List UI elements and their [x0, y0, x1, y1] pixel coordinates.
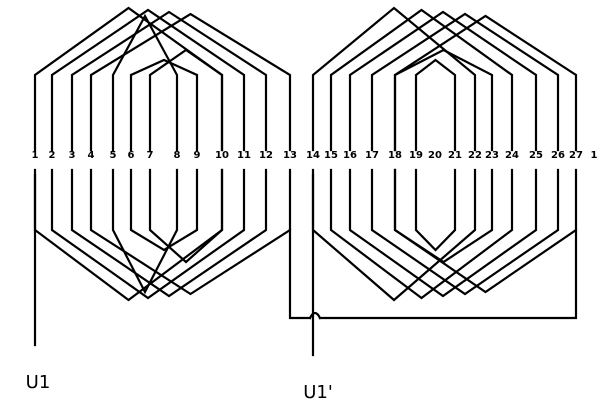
slot-label: 12 [259, 150, 273, 161]
coil-right-inner-b [393, 48, 494, 264]
coil-left-inner-b [148, 48, 224, 264]
slot-label: 11 [237, 150, 251, 161]
slot-label: 5 [110, 150, 117, 161]
slot-label: 9 [194, 150, 201, 161]
slot-label: 27 [569, 150, 583, 161]
slot-label: 18 [388, 150, 402, 161]
coil-right-2 [329, 8, 514, 300]
terminal-label-u1-prime: U1' [303, 382, 333, 403]
slot-label: 13 [283, 150, 297, 161]
coil-left-4 [89, 12, 292, 296]
slot-label: 24 [505, 150, 519, 161]
slot-label: 22 [468, 150, 482, 161]
coil-group-right [311, 6, 578, 302]
crossover-link [288, 228, 578, 320]
slot-label: 15 [324, 150, 338, 161]
slot-label: 14 [306, 150, 320, 161]
slot-label: 21 [448, 150, 462, 161]
slot-label: 1 [32, 150, 39, 161]
terminal-label-u1: U1 [26, 372, 51, 393]
slot-label: 17 [365, 150, 379, 161]
slot-label: 26 [551, 150, 565, 161]
slot-label: 10 [215, 150, 229, 161]
slot-label: 4 [88, 150, 95, 161]
coil-group-left [33, 6, 292, 302]
slot-label: 8 [174, 150, 181, 161]
slot-label: 3 [69, 150, 76, 161]
coil-left-3 [70, 10, 268, 298]
slot-label: 25 [529, 150, 543, 161]
coil-right-3 [348, 10, 538, 298]
crossover-bridge [308, 311, 322, 320]
slot-label: 20 [428, 150, 442, 161]
coil-left-2 [50, 8, 246, 300]
connection-wires [33, 173, 578, 357]
coil-right-4 [370, 12, 560, 296]
slot-label: 23 [485, 150, 499, 161]
coil-left-5 [111, 13, 179, 295]
slot-label: 1 [591, 150, 598, 161]
slot-label: 7 [147, 150, 154, 161]
coil-left-inner-a [129, 58, 199, 252]
slot-label: 2 [49, 150, 56, 161]
coil-right-inner-a [414, 58, 457, 252]
slot-label: 19 [409, 150, 423, 161]
slot-label: 16 [343, 150, 357, 161]
slot-label: 6 [128, 150, 135, 161]
